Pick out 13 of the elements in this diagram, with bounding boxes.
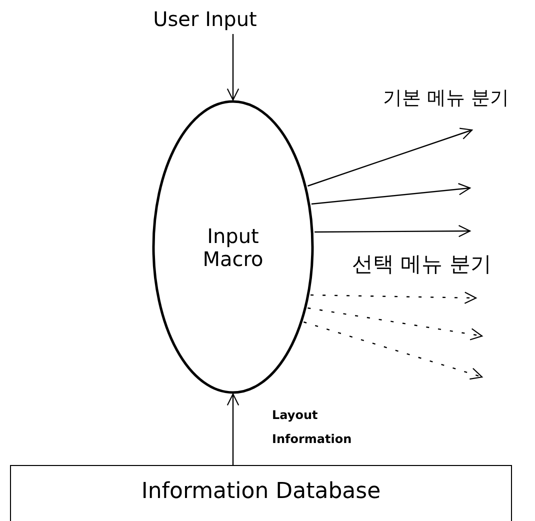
arrow (226, 393, 240, 465)
arrow (311, 183, 471, 205)
branch-label: 선택 메뉴 분기 (352, 254, 492, 274)
arrow (308, 128, 473, 187)
arrow (310, 292, 477, 304)
branch-label: 기본 메뉴 분기 (383, 88, 510, 108)
database-box: Information Database (10, 465, 512, 521)
arrow (308, 307, 483, 340)
input-label: User Input (145, 4, 265, 34)
process-ellipse: Input Macro (152, 100, 314, 394)
arrow (314, 224, 471, 238)
arrow (226, 34, 240, 101)
arrow (303, 321, 483, 380)
